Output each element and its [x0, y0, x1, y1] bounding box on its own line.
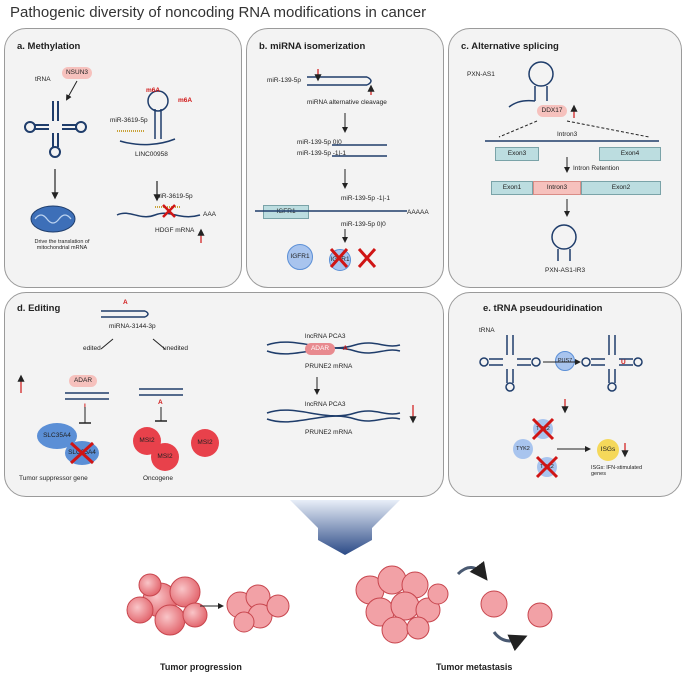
slc35a4-cross-icon [69, 441, 95, 465]
iso-00-label: miR-139-5p 0|0 [297, 139, 342, 146]
figure-title: Pathogenic diversity of noncoding RNA mo… [10, 4, 427, 21]
adenosine-mark-2: A [158, 399, 163, 406]
msi2-protein-3: MSI2 [191, 429, 219, 457]
prune2-label-1: PRUNE2 mRNA [305, 363, 353, 370]
pus7-enzyme: PUS7 [555, 351, 575, 371]
tyk2-cross-icon [531, 417, 559, 479]
panel-c-title: c. Alternative splicing [461, 41, 559, 52]
unedited-label: unedited [163, 345, 188, 352]
intron-retention-label: Intron Retention [573, 165, 620, 172]
pxn-as1-ir3-label: PXN-AS1-IR3 [545, 267, 586, 274]
adar-enzyme: ADAR [69, 375, 97, 387]
ddx17-enzyme: DDX17 [537, 105, 567, 117]
iso-00-bound-label: miR-139-5p 0|0 [341, 221, 386, 228]
pseudouridine-mark: U [621, 359, 626, 366]
mirna-3144-label: miRNA-3144-3p [109, 323, 156, 330]
trna-label: tRNA [35, 76, 51, 83]
m6a-mark-1: m6A [146, 87, 161, 94]
pca3-label-2: lncRNA PCA3 [305, 401, 346, 408]
panel-editing: d. Editing A miRNA-3144-3p edited unedit… [4, 292, 444, 497]
mir3619-label: miR-3619-5p [110, 117, 148, 124]
adar-enzyme-2: ADAR [305, 343, 335, 355]
edited-label: edited [83, 345, 101, 352]
trna-label-e: tRNA [479, 327, 495, 334]
mir3619-bound-label: miR-3619-5p [155, 193, 193, 200]
panel-b-title: b. miRNA isomerization [259, 41, 366, 52]
panel-d-title: d. Editing [17, 303, 61, 314]
prune2-label-2: PRUNE2 mRNA [305, 429, 353, 436]
inosine-mark: I [84, 403, 86, 410]
adenosine-mark-3: A [343, 345, 348, 352]
inhibited-cross-icon [329, 248, 377, 268]
panel-a-title: a. Methylation [17, 41, 81, 52]
trna-pseudouridine-icon [479, 335, 643, 458]
exon1-box: Exon1 [491, 181, 533, 195]
intron3-retained-box: Intron3 [533, 181, 581, 195]
oncogene-label: Oncogene [143, 475, 173, 482]
igfr1-protein-1: IGFR1 [287, 244, 313, 270]
nsun3-enzyme: NSUN3 [62, 67, 92, 79]
trna-cloverleaf-icon [24, 80, 205, 243]
pca3-label-1: lncRNA PCA3 [305, 333, 346, 340]
polya-tail-label: AAAAA [407, 209, 429, 216]
isgs-note: ISGs: IFN-stimulated genes [591, 465, 643, 477]
mirna-hairpin-icon [255, 69, 407, 243]
hdgf-mrna-label: HDGF mRNA [155, 227, 195, 234]
tyk2-protein-2: TYK2 [513, 439, 533, 459]
polya-label: AAA [203, 211, 217, 218]
isgs-badge: ISGs [597, 439, 619, 461]
panel-mirna-isomerization: b. miRNA isomerization miR-139-5p miRNA … [246, 28, 444, 288]
alt-cleavage-label: miRNA alternative cleavage [307, 99, 387, 106]
tumor-metastasis-label: Tumor metastasis [436, 662, 513, 672]
intron3-label: Intron3 [557, 131, 578, 138]
mitochondrial-translation-label: Drive the translation of mitochondrial m… [34, 239, 90, 251]
tumor-suppressor-label: Tumor suppressor gene [19, 475, 88, 482]
panel-e-title: e. tRNA pseudouridination [483, 303, 603, 314]
iso-11-label: miR-139-5p -1|-1 [297, 150, 347, 157]
editing-diagram-icon [17, 310, 417, 424]
iso-11-bound-label: miR-139-5p -1|-1 [341, 195, 391, 202]
panel-methylation: a. Methylation tRNA NSUN3 m6A m6A miR [4, 28, 242, 288]
adenosine-mark: A [123, 299, 128, 306]
pxn-as1-label: PXN-AS1 [467, 71, 495, 78]
exon2-box: Exon2 [581, 181, 661, 195]
exon3-box: Exon3 [495, 147, 539, 161]
splicing-diagram-icon [485, 61, 659, 261]
exon4-box: Exon4 [599, 147, 661, 161]
tumor-progression-label: Tumor progression [160, 662, 242, 672]
mir139-label: miR-139-5p [267, 77, 301, 84]
panel-alternative-splicing: c. Alternative splicing PXN-AS1 DDX17 In… [448, 28, 682, 288]
panel-trna-pseudouridination: e. tRNA pseudouridination tRNA PUS7 U TY… [448, 292, 682, 497]
msi2-protein-2: MSI2 [151, 443, 179, 471]
m6a-mark-2: m6A [178, 97, 193, 104]
linc00958-label: LINC00958 [135, 151, 168, 158]
